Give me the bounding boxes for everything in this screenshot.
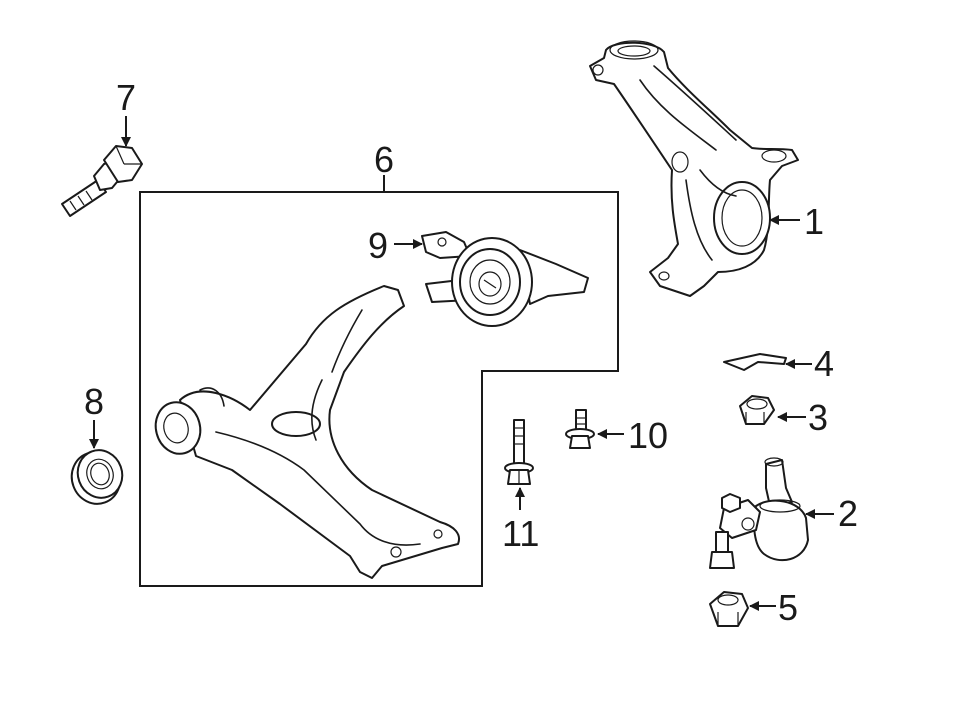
- callout-5: 5: [778, 587, 798, 628]
- ball-joint-icon: [709, 457, 809, 569]
- short-bolt-icon: [565, 409, 595, 449]
- callout-7: 7: [116, 77, 136, 118]
- callout-1: 1: [804, 201, 824, 242]
- nut-icon: [739, 395, 775, 425]
- callout-2: 2: [838, 493, 858, 534]
- cotter-pin-icon: [723, 353, 787, 371]
- control-arm-icon: [154, 285, 460, 579]
- callout-3: 3: [808, 397, 828, 438]
- seal-ring-icon: [70, 449, 124, 505]
- callout-6: 6: [374, 139, 394, 180]
- callout-11: 11: [502, 513, 539, 554]
- callout-8: 8: [84, 381, 104, 422]
- callout-9: 9: [368, 225, 388, 266]
- steering-knuckle-icon: [589, 40, 799, 297]
- control-arm-assembly-frame: [139, 191, 619, 587]
- flange-nut-icon: [709, 591, 749, 627]
- bolt-icon: [61, 145, 143, 217]
- callout-10: 10: [628, 415, 668, 456]
- bushing-icon: [421, 231, 589, 327]
- callout-4: 4: [814, 343, 834, 384]
- long-bolt-icon: [504, 419, 534, 485]
